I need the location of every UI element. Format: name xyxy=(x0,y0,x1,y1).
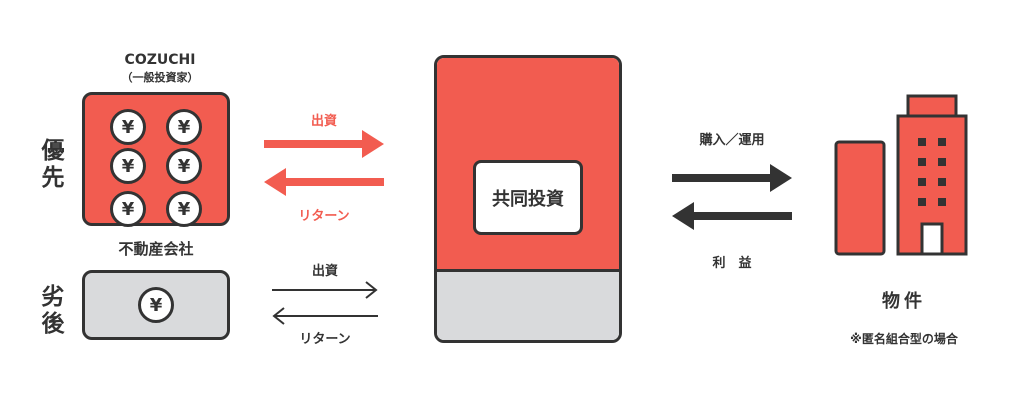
company-share xyxy=(437,272,619,340)
joint-investment-label: 共同投資 xyxy=(473,160,583,235)
investor-name: COZUCHI xyxy=(124,52,196,68)
company-box: ¥ xyxy=(82,270,230,340)
joint-investment-box: 共同投資 xyxy=(434,55,622,343)
yen-coin-icon: ¥ xyxy=(166,148,202,184)
invest-label-top: 出資 xyxy=(310,114,337,129)
purchase-arrow xyxy=(672,164,792,192)
return-arrow-top xyxy=(264,168,384,196)
yen-coin-icon: ¥ xyxy=(110,148,146,184)
yen-coin-icon: ¥ xyxy=(110,109,146,145)
yen-coin-icon: ¥ xyxy=(166,109,202,145)
property-label: 物件 xyxy=(882,291,926,312)
subordinate-label: 劣後 xyxy=(41,284,65,337)
profit-arrow xyxy=(672,202,792,230)
priority-label: 優先 xyxy=(41,138,65,191)
return-label-bottom: リターン xyxy=(299,332,351,347)
invest-label-bottom: 出資 xyxy=(311,264,338,279)
return-label-top: リターン xyxy=(298,209,350,224)
invest-arrow-top xyxy=(264,130,384,158)
profit-label: 利 益 xyxy=(712,256,752,271)
company-name: 不動産会社 xyxy=(118,240,194,258)
investor-box: ¥ ¥ ¥ ¥ ¥ ¥ xyxy=(82,92,230,227)
invest-arrow-bottom xyxy=(272,281,378,299)
return-arrow-bottom xyxy=(272,307,378,325)
property-note: ※匿名組合型の場合 xyxy=(850,332,958,346)
building-icon xyxy=(834,94,968,256)
purchase-label: 購入／運用 xyxy=(699,133,765,148)
yen-coin-icon: ¥ xyxy=(110,191,146,227)
yen-coin-icon: ¥ xyxy=(138,287,174,323)
investor-type: （一般投資家） xyxy=(121,71,199,84)
yen-coin-icon: ¥ xyxy=(166,191,202,227)
